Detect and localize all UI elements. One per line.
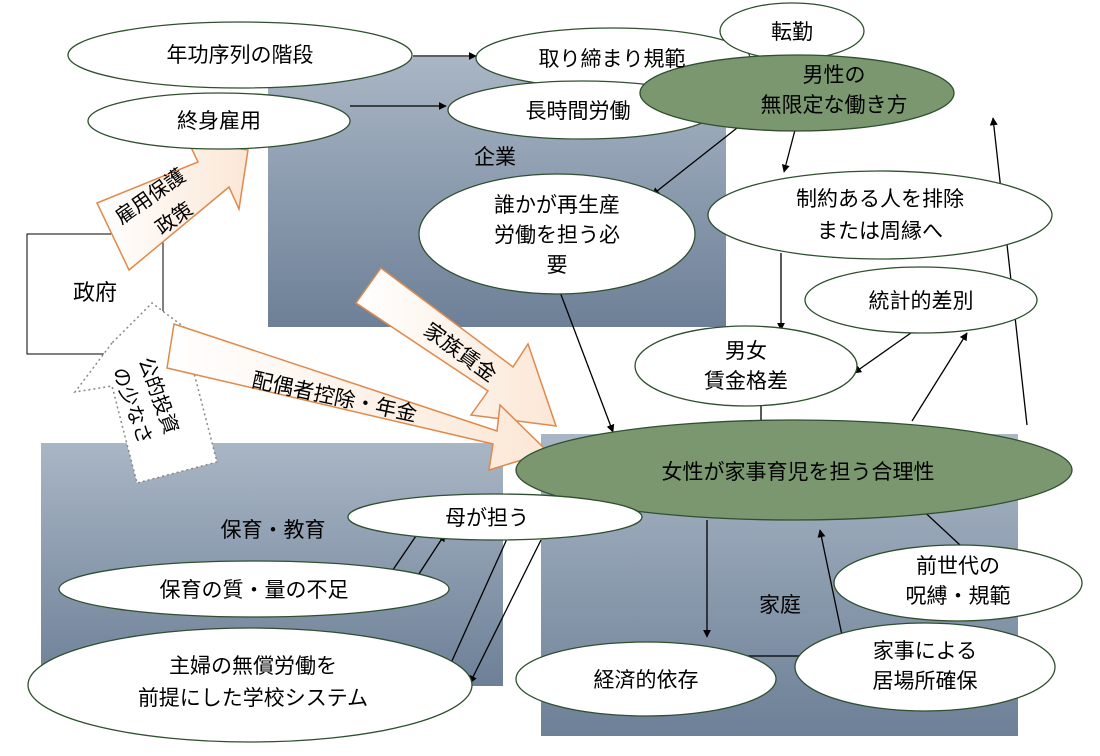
arrow-reproductive-to-women <box>559 291 615 433</box>
node-belonging-label-2: 居場所確保 <box>873 669 978 693</box>
node-mother-bears <box>347 493 643 541</box>
node-seniority <box>67 21 413 89</box>
node-exclude-constrained <box>707 170 1053 260</box>
node-previous-generation <box>833 544 1083 622</box>
node-exclude-label-2: または周縁へ <box>817 219 943 243</box>
node-school-label-1: 主婦の無償労働を <box>169 654 337 678</box>
node-prevgen-label-2: 呪縛・規範 <box>906 584 1011 608</box>
arrow-mother-to-school <box>469 539 542 684</box>
node-reproductive-label-1: 誰かが再生産 <box>494 193 620 217</box>
node-statistical-discrimination <box>804 266 1038 334</box>
node-transfer-label: 転勤 <box>771 20 813 44</box>
arrow-stat-to-wagegap <box>853 327 919 374</box>
node-women-label: 女性が家事育児を担う合理性 <box>662 460 935 484</box>
node-seniority-label: 年功序列の階段 <box>167 43 314 67</box>
node-mother-label: 母が担う <box>445 506 529 530</box>
company-label: 企業 <box>474 145 516 169</box>
node-reproductive-label-3: 要 <box>547 253 568 277</box>
node-prevgen-label-1: 前世代の <box>916 554 1000 578</box>
node-school-label-2: 前提にした学校システム <box>138 686 368 710</box>
node-long-hours-label: 長時間労働 <box>526 99 631 123</box>
arrow-women-to-stat <box>911 332 968 422</box>
node-school-system <box>27 627 473 743</box>
node-lifetime-label: 終身雇用 <box>177 109 261 133</box>
arrow-school-to-mother <box>450 529 512 664</box>
arrow-belonging-to-women <box>817 529 844 641</box>
node-exclude-label-1: 制約ある人を排除 <box>796 187 964 211</box>
connector-arrows <box>350 52 1028 684</box>
employment-policy-arrow: 雇用保護 政策 <box>95 140 249 272</box>
node-reproductive-label-2: 労働を担う必 <box>494 223 620 247</box>
node-home-belonging <box>794 622 1056 712</box>
node-male-unlimited-work <box>639 54 955 132</box>
childcare-label: 保育・教育 <box>221 518 326 542</box>
node-reproductive-labor <box>418 173 696 295</box>
node-wagegap-label-1: 男女 <box>725 339 767 363</box>
node-childcare-shortage <box>58 560 450 618</box>
node-male-label-1: 男性の <box>803 63 866 87</box>
government-label: 政府 <box>73 281 117 306</box>
node-belonging-label-1: 家事による <box>873 639 977 663</box>
node-economic-dependence <box>515 641 777 717</box>
arrow-male-to-reproductive <box>651 127 738 196</box>
node-shortage-label: 保育の質・量の不足 <box>160 578 349 602</box>
node-stat-label: 統計的差別 <box>869 289 974 313</box>
node-women-rationality <box>515 419 1073 521</box>
node-lifetime-employment <box>87 92 351 150</box>
node-norms-label: 取り締まり規範 <box>539 47 686 71</box>
home-label: 家庭 <box>759 593 801 617</box>
node-male-label-2: 無限定な働き方 <box>761 93 908 117</box>
node-econdep-label: 経済的依存 <box>594 668 699 692</box>
arrow-male-to-exclude <box>781 129 796 173</box>
node-wagegap-label-2: 賃金格差 <box>704 369 788 393</box>
arrow-women-to-male <box>989 117 1028 426</box>
node-gender-wage-gap <box>634 325 858 407</box>
